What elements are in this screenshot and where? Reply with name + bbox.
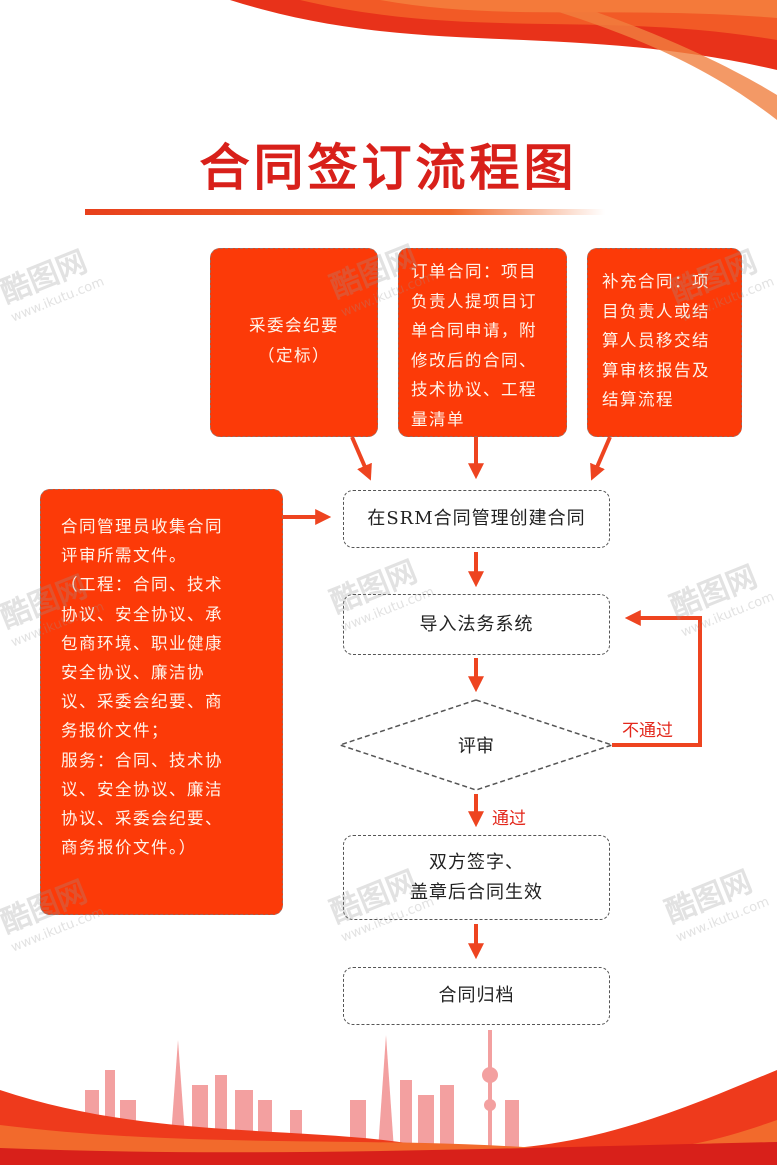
box-supplement-contract: 补充合同：项 目负责人或结 算人员移交结 算审核报告及 结算流程: [587, 248, 742, 437]
box-bid-minutes: 采委会纪要 （定标）: [210, 248, 378, 437]
text-line: 结算流程: [602, 390, 674, 409]
text-line: 修改后的合同、: [411, 350, 537, 370]
text-line: 议、采委会纪要、商: [61, 692, 223, 712]
step-import-legal: 导入法务系统: [343, 594, 610, 655]
title-underline: [85, 209, 605, 215]
text-line: 量清单: [411, 409, 465, 429]
step-sign-seal: 双方签字、 盖章后合同生效: [343, 835, 610, 920]
text-line: 包商环境、职业健康: [61, 633, 223, 653]
review-diamond: [337, 699, 615, 791]
text-line: 采委会纪要: [249, 316, 339, 335]
text-line: 协议、安全协议、承: [61, 604, 223, 624]
step-archive: 合同归档: [343, 967, 610, 1025]
box-document-collection: 合同管理员收集合同 评审所需文件。 （工程：合同、技术 协议、安全协议、承 包商…: [40, 489, 283, 915]
pass-label: 通过: [492, 809, 526, 829]
text-line: 单合同申请，附: [411, 321, 537, 340]
text-line: （定标）: [258, 345, 330, 365]
text-line: 安全协议、廉洁协: [61, 663, 205, 683]
text-line: 技术协议、工程: [411, 380, 537, 399]
arrow-bid-to-create: [350, 436, 372, 481]
step-create-contract: 在SRM合同管理创建合同: [343, 490, 610, 548]
text-line: 服务：合同、技术协: [61, 750, 223, 770]
text-line: 议、安全协议、廉洁: [61, 779, 223, 799]
text-line: 补充合同：项: [602, 272, 710, 291]
box-order-contract: 订单合同：项目 负责人提项目订 单合同申请，附 修改后的合同、 技术协议、工程 …: [398, 248, 567, 437]
reject-label: 不通过: [622, 721, 673, 741]
arrow-reject-loop: [612, 610, 702, 747]
text-line: 双方签字、: [429, 851, 524, 873]
top-wave-decoration: [230, 0, 777, 120]
text-line: 务报价文件；: [61, 721, 169, 741]
text-line: 商务报价文件。）: [61, 838, 197, 858]
bottom-skyline-decoration: [0, 1030, 777, 1165]
text-line: 算审核报告及: [602, 360, 710, 380]
text-line: 订单合同：项目: [411, 262, 537, 281]
step-review: 评审: [458, 736, 494, 757]
text-line: 协议、采委会纪要、: [61, 809, 223, 829]
text-line: 盖章后合同生效: [410, 881, 543, 903]
arrow-supplement-to-create: [590, 436, 612, 481]
text-line: 算人员移交结: [602, 331, 710, 350]
text-line: 目负责人或结: [602, 301, 710, 321]
text-line: 负责人提项目订: [411, 291, 537, 311]
text-line: 合同管理员收集合同: [61, 517, 223, 536]
page-title: 合同签订流程图: [199, 139, 578, 197]
text-line: （工程：合同、技术: [61, 575, 223, 595]
text-line: 评审所需文件。: [61, 546, 187, 566]
